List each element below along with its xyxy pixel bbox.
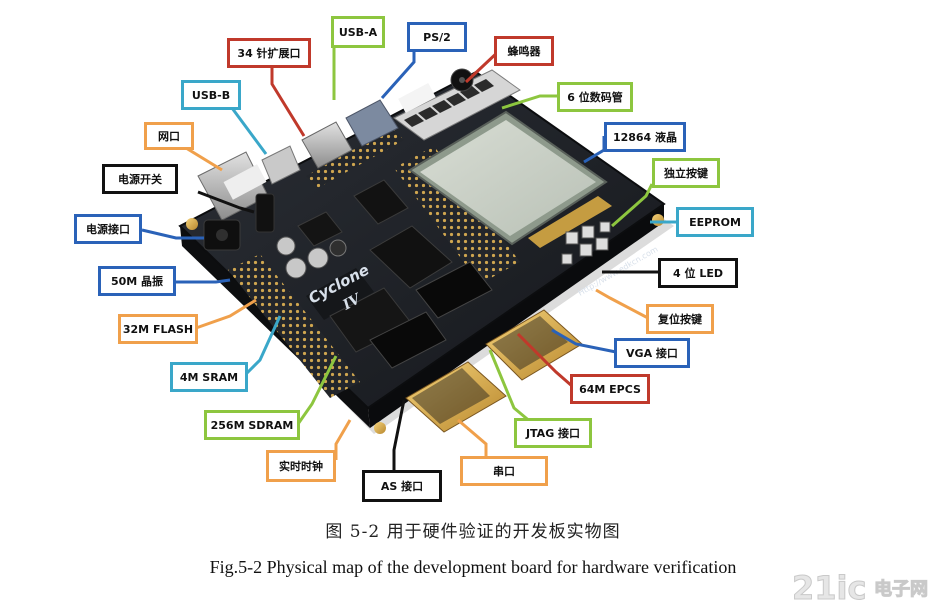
header-left-column bbox=[228, 254, 360, 398]
label-reset: 复位按键 bbox=[646, 304, 714, 334]
label-uart: 串口 bbox=[460, 456, 548, 486]
pcb-side-right bbox=[368, 204, 664, 428]
label-osc: 50M 晶振 bbox=[98, 266, 176, 296]
leader-usb-b bbox=[216, 106, 268, 155]
label-flash: 32M FLASH bbox=[118, 314, 198, 344]
leader-ethernet bbox=[172, 146, 223, 172]
cyclone-logo-area bbox=[306, 268, 374, 320]
usb-a-part bbox=[301, 121, 353, 169]
keys-part bbox=[561, 221, 611, 265]
label-jtag: JTAG 接口 bbox=[514, 418, 592, 448]
label-epcs: 64M EPCS bbox=[570, 374, 650, 404]
flash-chip bbox=[353, 179, 409, 225]
leader-sram bbox=[242, 315, 282, 378]
leader-as bbox=[392, 399, 406, 472]
label-power-jack: 电源接口 bbox=[74, 214, 142, 244]
leader-osc bbox=[176, 278, 231, 284]
label-led: 4 位 LED bbox=[658, 258, 738, 288]
leader-reset bbox=[595, 288, 649, 320]
lcd-ribbon bbox=[528, 196, 612, 248]
lcd-screen bbox=[420, 120, 596, 236]
leader-6seg bbox=[501, 94, 560, 110]
watermark-text: 电子网 bbox=[874, 578, 928, 600]
figure-caption-chinese: 图 5-2 用于硬件验证的开发板实物图 bbox=[325, 522, 621, 542]
as-header bbox=[369, 311, 447, 369]
header-top-row bbox=[306, 128, 404, 188]
leader-sdram bbox=[296, 355, 338, 425]
label-power-switch: 电源开关 bbox=[102, 164, 178, 194]
label-ps2: PS/2 bbox=[407, 22, 467, 52]
label-usb-a: USB-A bbox=[331, 16, 385, 48]
ps2-part bbox=[345, 99, 399, 147]
label-as: AS 接口 bbox=[362, 470, 442, 502]
watermark-logo: 21ic 电子网 bbox=[792, 569, 929, 608]
usb-b-part bbox=[261, 145, 301, 185]
label-keys: 独立按键 bbox=[652, 158, 720, 188]
leader-34pin bbox=[270, 64, 306, 137]
leader-power-jack bbox=[141, 228, 204, 240]
leader-ps2 bbox=[380, 44, 416, 99]
ps2-label-block bbox=[398, 82, 436, 114]
label-6seg: 6 位数码管 bbox=[557, 82, 633, 112]
watermark-21ic: 21ic bbox=[792, 569, 866, 607]
fpga-chip bbox=[369, 225, 453, 289]
ethernet-sticker bbox=[223, 164, 267, 200]
leader-rtc bbox=[334, 419, 352, 460]
label-usb-b: USB-B bbox=[181, 80, 241, 110]
figure-caption-english: Fig.5-2 Physical map of the development … bbox=[209, 557, 737, 577]
label-sram: 4M SRAM bbox=[170, 362, 248, 392]
label-sdram: 256M SDRAM bbox=[204, 410, 300, 440]
leader-vga bbox=[551, 328, 617, 354]
seven-seg-digits bbox=[404, 79, 494, 127]
label-rtc: 实时时钟 bbox=[266, 450, 336, 482]
leader-power-switch bbox=[197, 190, 255, 214]
leader-flash bbox=[195, 298, 257, 330]
leader-epcs bbox=[516, 332, 573, 388]
power-switch-part bbox=[255, 193, 275, 233]
label-ethernet: 网口 bbox=[144, 122, 194, 150]
jtag-header bbox=[415, 261, 493, 319]
capacitors bbox=[276, 236, 347, 279]
label-lcd: 12864 液晶 bbox=[604, 122, 686, 152]
label-34pin: 34 针扩展口 bbox=[227, 38, 311, 68]
sram-chip bbox=[297, 211, 343, 247]
leader-keys bbox=[611, 183, 654, 228]
label-eeprom: EEPROM bbox=[676, 207, 754, 237]
label-buzzer: 蜂鸣器 bbox=[494, 36, 554, 66]
label-vga: VGA 接口 bbox=[614, 338, 690, 368]
serial-part bbox=[405, 361, 507, 433]
